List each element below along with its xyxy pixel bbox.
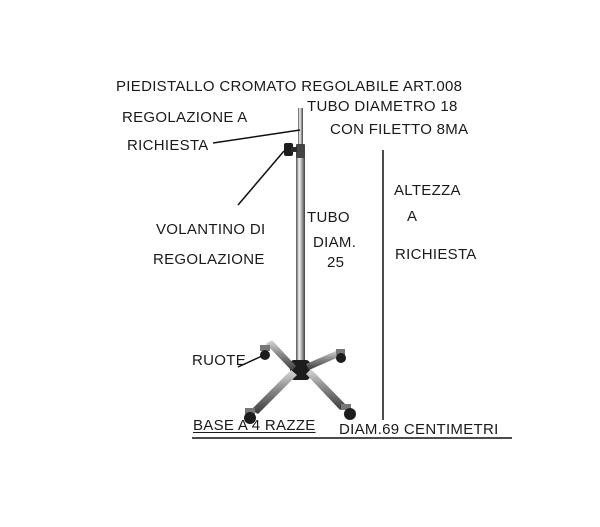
leader-volantino — [237, 150, 285, 206]
caster-back-right — [336, 349, 346, 363]
tube-top-label-line1: TUBO DIAMETRO 18 — [307, 98, 458, 115]
regolazione-label-line1: REGOLAZIONE A — [122, 109, 248, 126]
adjustment-knob — [284, 143, 293, 156]
caster-front-right — [341, 404, 356, 420]
tube-collar — [296, 144, 305, 160]
altezza-label-line2: A — [407, 208, 418, 225]
volantino-label-line2: REGOLAZIONE — [153, 251, 265, 268]
leader-regolazione — [212, 129, 301, 144]
leg-front-right — [306, 369, 346, 410]
leader-ruote — [237, 355, 263, 368]
leg-back-left — [266, 340, 296, 371]
altezza-label-line3: RICHIESTA — [395, 246, 477, 263]
main-tube — [296, 158, 305, 364]
tubo-label-line1: TUBO — [307, 209, 350, 226]
upper-thin-tube — [298, 108, 303, 156]
leg-front-left — [251, 370, 297, 414]
tubo-label-line3: 25 — [327, 254, 345, 271]
base-label: BASE A 4 RAZZE — [193, 417, 316, 434]
regolazione-label-line2: RICHIESTA — [127, 137, 209, 154]
tube-top-label-line2: CON FILETTO 8MA — [330, 121, 469, 138]
altezza-label-line1: ALTEZZA — [394, 182, 461, 199]
diametro-label: DIAM.69 CENTIMETRI — [339, 421, 499, 438]
title-label: PIEDISTALLO CROMATO REGOLABILE ART.008 — [116, 78, 463, 95]
tubo-label-line2: DIAM. — [313, 234, 357, 251]
caster-back-left — [260, 345, 270, 360]
ruote-label: RUOTE — [192, 352, 246, 369]
caster-front-left — [244, 408, 256, 424]
leg-back-right — [306, 350, 341, 370]
volantino-label-line1: VOLANTINO DI — [156, 221, 266, 238]
